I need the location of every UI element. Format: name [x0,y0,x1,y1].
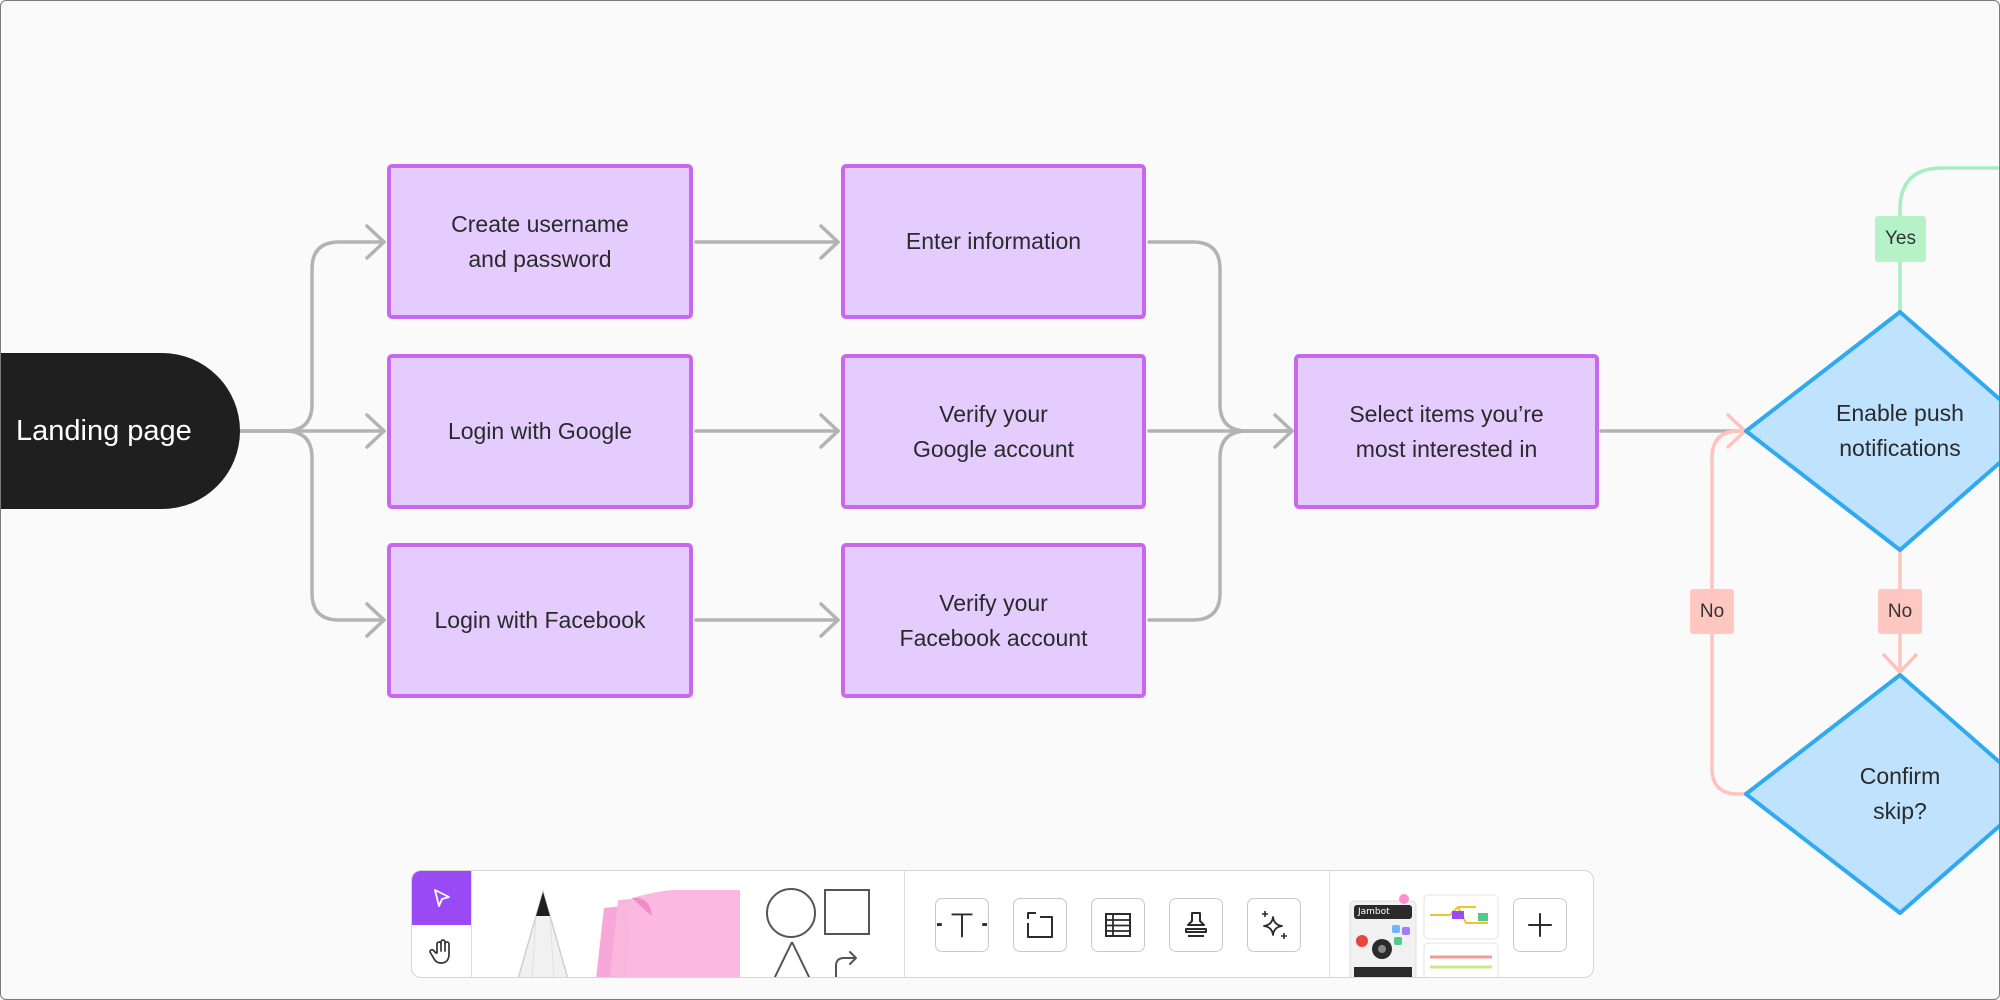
stamp-tool-button[interactable] [1169,898,1223,952]
connector-start-to-create [236,240,386,433]
process-box-select-items[interactable]: Select items you’re most interested in [1294,354,1599,509]
select-tool-button[interactable] [412,871,471,925]
text-tool-button[interactable] [935,898,989,952]
arrowhead [1273,413,1294,449]
stamp-icon [1185,912,1207,937]
table-icon [1105,913,1131,937]
decision-confirm-skip[interactable]: Confirm skip? [1859,763,1941,824]
pen-icon[interactable] [508,888,578,978]
start-node-landing-page[interactable]: Landing page [0,353,240,509]
edge-label-no-back[interactable]: No [1690,589,1734,634]
text-icon [936,913,988,938]
process-box-login-facebook[interactable]: Login with Facebook [387,543,693,698]
arrowhead [819,602,840,638]
section-tool-button[interactable] [1013,898,1067,952]
arrowhead [819,413,840,449]
toolbar-divider [904,871,905,977]
sticky-note-icon[interactable] [592,886,742,978]
decision-enable-push-notifications[interactable]: Enable push notifications [1836,400,1964,461]
connector-enter-to-select [1147,240,1294,433]
process-box-login-google[interactable]: Login with Google [387,354,693,509]
cursor-arrow-icon [433,889,450,907]
ai-assist-button[interactable] [1247,898,1301,952]
sparkle-icon [1262,911,1287,939]
plus-icon [1528,913,1552,937]
templates-thumbnail-label: Jambot [1358,907,1390,917]
arrowhead [365,413,386,449]
connector-verify-facebook-to-select [1147,429,1294,622]
process-box-create-username[interactable]: Create username and password [387,164,693,319]
table-tool-button[interactable] [1091,898,1145,952]
connector-start-to-facebook [236,429,386,622]
more-tools-button[interactable] [1513,898,1567,952]
process-box-verify-facebook[interactable]: Verify your Facebook account [841,543,1146,698]
hand-icon [428,939,450,964]
decision-diamond-shape [1744,673,2000,915]
section-frame-icon [1027,912,1053,938]
bottom-toolbar: Jambot [411,870,1594,978]
templates-thumbnail [1349,894,1499,977]
shapes-icon[interactable] [752,886,872,978]
toolbar-divider [471,871,472,977]
process-box-enter-information[interactable]: Enter information [841,164,1146,319]
arrowhead [365,602,386,638]
decision-diamond-shape [1744,310,2000,552]
arrowhead [819,224,840,260]
connector-yes-path [1898,166,2000,314]
toolbar-divider [1329,871,1330,977]
process-box-verify-google[interactable]: Verify your Google account [841,354,1146,509]
hand-tool-button[interactable] [412,925,471,977]
templates-button[interactable]: Jambot [1348,891,1500,977]
arrowhead [1882,653,1918,674]
edge-label-no-down[interactable]: No [1878,589,1922,634]
arrowhead [365,224,386,260]
edge-label-yes[interactable]: Yes [1875,216,1926,262]
